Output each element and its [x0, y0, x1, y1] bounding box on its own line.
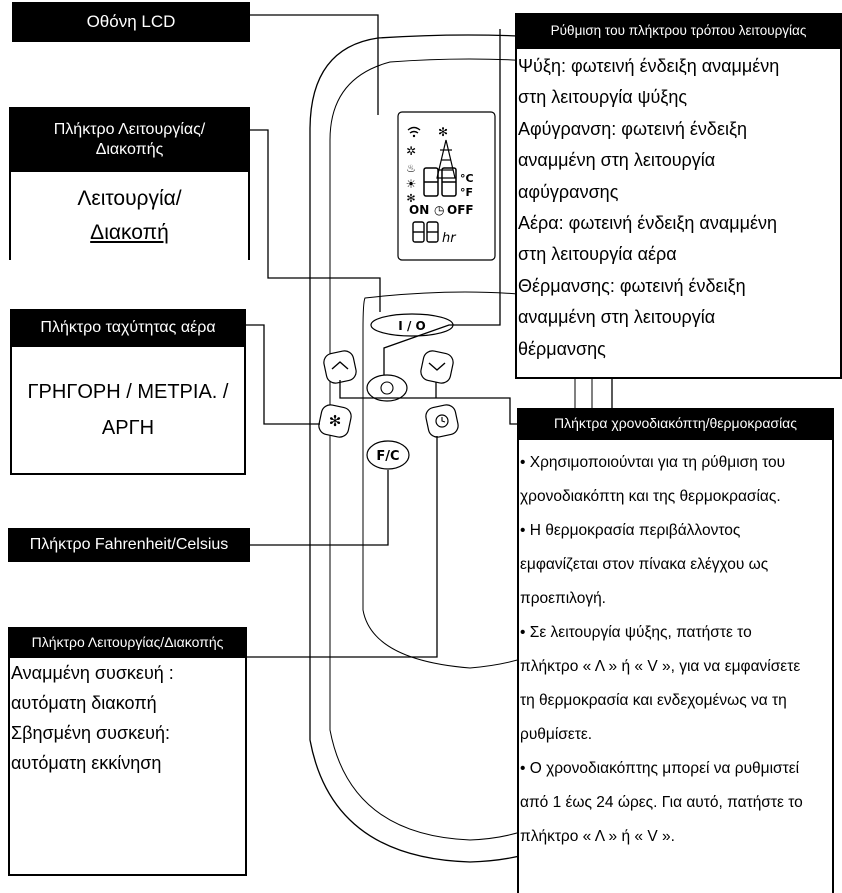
cool-icon: ✲: [406, 144, 416, 158]
power-key-header: Πλήκτρο Λειτουργίας/ Διακοπής: [9, 107, 250, 172]
timer-line: ρυθμίσετε.: [520, 726, 593, 743]
fan-icon: ✻: [329, 412, 342, 430]
lcd-timer-icon: ◷: [434, 203, 445, 217]
leader-lcd: [250, 14, 379, 115]
power-key-header-line2: Διακοπής: [95, 140, 164, 158]
mode-line: αναμμένη στη λειτουργία: [518, 307, 716, 328]
leader-power-top: [250, 129, 381, 312]
fc-button[interactable]: [366, 440, 410, 470]
fan-speed-bars: [436, 139, 456, 179]
timer-temp-body: • Χρησιμοποιούνται για τη ρύθμιση του χρ…: [517, 440, 834, 893]
temp-unit-c: °C: [460, 172, 474, 185]
signal-icon: [407, 126, 421, 134]
fc-key-header: Πλήκτρο Fahrenheit/Celsius: [8, 528, 250, 562]
leader-timer: [339, 380, 517, 425]
mode-line: αναμμένη στη λειτουργία: [518, 150, 716, 171]
lcd-fan-icon: ✻: [438, 125, 448, 139]
power-bottom-line: Αναμμένη συσκευή :: [11, 663, 174, 683]
mode-line: Αέρα: φωτεινή ένδειξη αναμμένη: [518, 213, 778, 234]
mode-line: αφύγρανσης: [518, 181, 619, 202]
mode-key-body: Ψύξη: φωτεινή ένδειξη αναμμένη στη λειτο…: [515, 49, 842, 379]
lcd-contents: ✻ ✲ ♨ ☀ ✻ °C °F ON ◷ OFF: [406, 125, 474, 246]
power-key-bottom-header: Πλήκτρο Λειτουργίας/Διακοπής: [8, 627, 247, 658]
mode-line: Αφύγρανση: φωτεινή ένδειξη: [518, 118, 748, 139]
fan-mode-icon: ✻: [406, 192, 415, 205]
fc-button-label: F/C: [376, 449, 399, 464]
power-bottom-line: αυτόματη εκκίνηση: [11, 753, 162, 773]
timer-line: • Σε λειτουργία ψύξης, πατήστε το: [520, 624, 752, 641]
timer-line: προεπιλογή.: [520, 590, 606, 607]
lcd-off-text: OFF: [447, 203, 474, 217]
leader-mode: [383, 29, 501, 375]
mode-key-header: Ρύθμιση του πλήκτρου τρόπου λειτουργίας: [515, 13, 842, 49]
timer-line: από 1 έως 24 ώρες. Για αυτό, πατήστε το: [520, 794, 803, 811]
mode-line: στη λειτουργία αέρα: [518, 244, 677, 265]
fan-speed-body-line1: ΓΡΗΓΟΡΗ / ΜΕΤΡΙΑ. /: [27, 381, 229, 403]
leader-lines: [246, 14, 517, 658]
mode-line: στη λειτουργία ψύξης: [518, 87, 688, 108]
power-key-bottom-body: Αναμμένη συσκευή : αυτόματη διακοπή Σβησ…: [8, 658, 247, 876]
chevron-up-icon: [331, 361, 349, 370]
leader-fan: [246, 324, 320, 425]
timer-line: πλήκτρο « Λ » ή « V », για να εμφανίσετε: [520, 658, 801, 675]
power-key-body: Λειτουργία/ Διακοπή: [9, 172, 250, 260]
timer-line: • Η θερμοκρασία περιβάλλοντος: [520, 522, 741, 539]
mode-line: θέρμανσης: [518, 338, 606, 359]
fan-speed-body-line2: ΑΡΓΗ: [101, 417, 155, 439]
mode-button[interactable]: [366, 374, 408, 402]
down-button[interactable]: [419, 349, 455, 385]
fan-speed-body: ΓΡΗΓΟΡΗ / ΜΕΤΡΙΑ. / ΑΡΓΗ: [10, 347, 246, 475]
timer-digits: [412, 221, 439, 243]
power-key-body-line2: Διακοπή: [90, 221, 169, 244]
timer-line: • Ο χρονοδιακόπτης μπορεί να ρυθμιστεί: [520, 760, 800, 777]
leader-fc: [250, 470, 389, 546]
temp-unit-f: °F: [460, 186, 473, 199]
up-button[interactable]: [322, 349, 358, 385]
clock-icon: [435, 414, 449, 428]
power-bottom-line: αυτόματη διακοπή: [11, 693, 157, 713]
power-button-label: I / O: [398, 319, 425, 333]
timer-line: εμφανίζεται στον πίνακα ελέγχου ως: [520, 556, 769, 573]
timer-line: πλήκτρο « Λ » ή « V ».: [520, 828, 675, 845]
chevron-down-icon: [428, 362, 446, 371]
power-key-header-line1: Πλήκτρο Λειτουργίας/: [53, 120, 206, 138]
timer-line: • Χρησιμοποιούνται για τη ρύθμιση του: [520, 454, 786, 471]
fan-speed-header: Πλήκτρο ταχύτητας αέρα: [10, 309, 246, 347]
leader-power-bottom: [247, 436, 438, 658]
temp-digits: [423, 167, 457, 197]
timer-line: χρονοδιακόπτη και της θερμοκρασίας.: [520, 488, 781, 505]
circle-mode-icon: [380, 381, 394, 395]
timer-line: τη θερμοκρασία και ενδεχομένως να τη: [520, 692, 787, 709]
dry-icon: ♨: [406, 162, 416, 175]
lcd-screen: [397, 111, 496, 261]
lcd-hr-text: hr: [442, 231, 457, 246]
lcd-label: Οθόνη LCD: [12, 2, 250, 42]
sun-icon: ☀: [406, 177, 417, 191]
mode-line: Θέρμανσης: φωτεινή ένδειξη: [518, 275, 746, 296]
mode-line: Ψύξη: φωτεινή ένδειξη αναμμένη: [518, 56, 780, 76]
timer-temp-header: Πλήκτρα χρονοδιακόπτη/θερμοκρασίας: [517, 408, 834, 440]
lcd-on-text: ON: [409, 203, 429, 217]
fan-speed-button[interactable]: [317, 403, 353, 439]
power-key-body-line1: Λειτουργία/: [77, 187, 182, 211]
power-bottom-line: Σβησμένη συσκευή:: [11, 723, 170, 743]
